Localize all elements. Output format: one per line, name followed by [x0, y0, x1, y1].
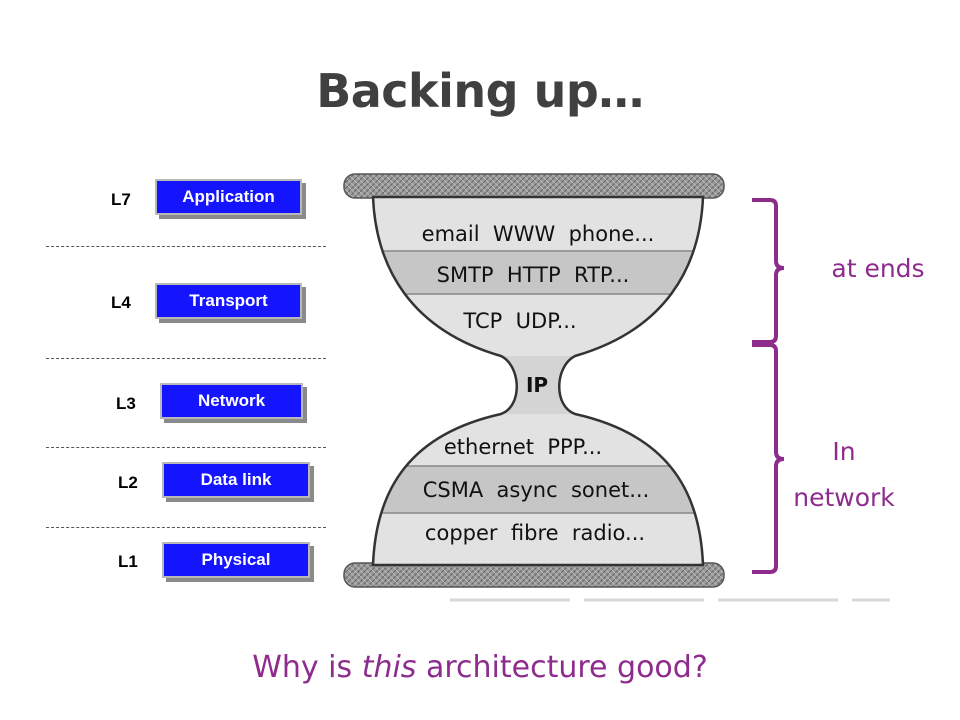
layer-separator: [46, 246, 326, 247]
layer-level-l3: L3: [116, 394, 136, 413]
layer-level-l4: L4: [111, 293, 131, 312]
hourglass-bottom-cap: [343, 562, 725, 588]
layer-level-l2: L2: [118, 473, 138, 492]
page-title: Backing up…: [316, 64, 644, 118]
layer-box-data-link: Data link: [162, 462, 310, 498]
layer-box-physical: Physical: [162, 542, 310, 578]
hourglass-top-cap: [343, 173, 725, 199]
hourglass-row-ip: IP: [526, 373, 548, 397]
label-at-ends: at ends: [831, 254, 925, 283]
layer-separator: [46, 358, 326, 359]
layer-level-l1: L1: [118, 552, 138, 571]
question-before: Why is: [252, 650, 362, 685]
hourglass-row-link: ethernet PPP...: [444, 435, 602, 459]
bottom-question: Why is this architecture good?: [0, 650, 960, 685]
label-in-network-line2: network: [793, 483, 895, 512]
hourglass-row-transport: TCP UDP...: [462, 309, 576, 333]
hourglass-row-physical: copper fibre radio...: [425, 521, 645, 545]
brace-in-network: [752, 343, 785, 574]
layer-level-l7: L7: [111, 190, 131, 209]
hourglass-row-apps: email WWW phone...: [422, 222, 655, 246]
question-emphasis: this: [361, 650, 417, 685]
layer-separator: [46, 527, 326, 528]
question-after: architecture good?: [416, 650, 708, 685]
layer-box-application: Application: [155, 179, 302, 215]
layer-box-network: Network: [160, 383, 303, 419]
hourglass-row-mac: CSMA async sonet...: [423, 478, 650, 502]
label-in-network-line1: In: [832, 437, 856, 466]
hourglass-row-app-protocols: SMTP HTTP RTP...: [437, 263, 630, 287]
brace-at-ends: [752, 198, 785, 344]
layer-separator: [46, 447, 326, 448]
layer-box-transport: Transport: [155, 283, 302, 319]
